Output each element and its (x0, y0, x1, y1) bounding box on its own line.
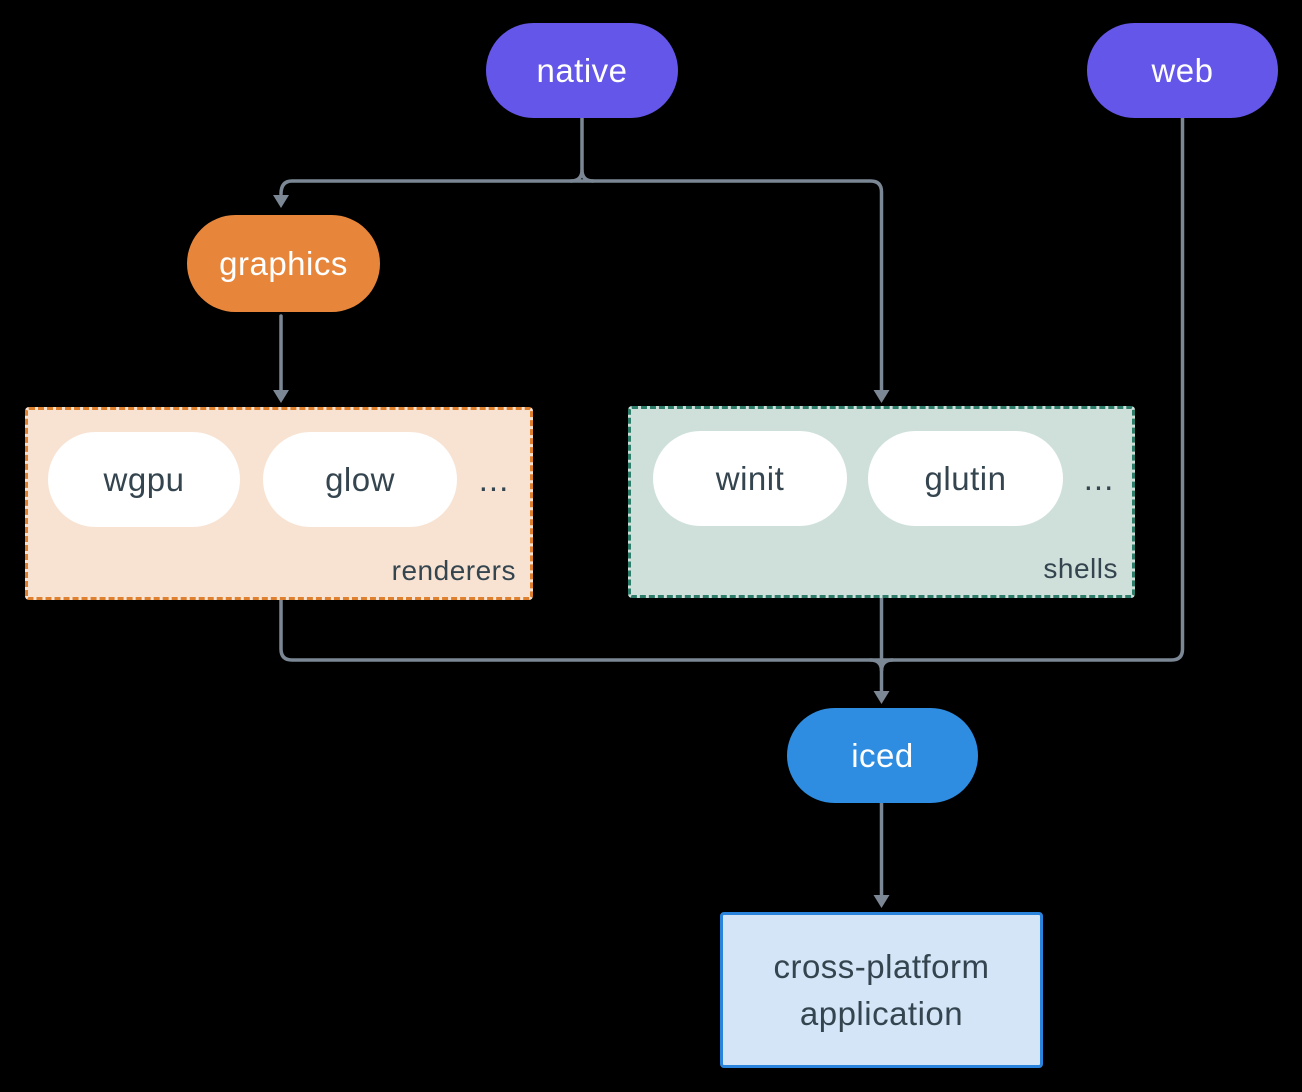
pill-winit: winit (653, 431, 847, 526)
node-native: native (486, 23, 678, 118)
node-web: web (1087, 23, 1278, 118)
node-graphics-label: graphics (219, 244, 348, 282)
pill-glow-label: glow (325, 460, 395, 498)
shells-ellipsis: ... (1083, 459, 1115, 497)
node-iced-label: iced (851, 736, 914, 774)
pill-glow: glow (263, 432, 457, 527)
pill-wgpu-label: wgpu (103, 460, 185, 498)
pill-glutin: glutin (868, 431, 1063, 526)
group-renderers: wgpu glow ... renderers (25, 407, 533, 600)
edge-merge-flare (868, 658, 895, 672)
node-cross-platform-application: cross-platform application (720, 912, 1043, 1068)
arrowhead-into-shells (873, 390, 890, 403)
pill-wgpu: wgpu (48, 432, 240, 527)
edge-native-split-flare (569, 169, 595, 183)
app-label-line2: application (799, 995, 964, 1032)
app-label-line1: cross-platform (773, 948, 990, 985)
node-web-label: web (1151, 51, 1214, 89)
arrowhead-into-graphics (273, 195, 289, 208)
node-graphics: graphics (187, 215, 380, 312)
shells-group-label: shells (1043, 553, 1118, 584)
renderers-group-label: renderers (391, 555, 516, 586)
node-native-label: native (536, 51, 628, 89)
pill-winit-label: winit (715, 459, 785, 497)
renderers-ellipsis: ... (478, 460, 510, 498)
arrowhead-into-iced (873, 691, 890, 704)
pill-glutin-label: glutin (924, 459, 1007, 497)
node-iced: iced (787, 708, 978, 803)
arrowhead-into-app (873, 895, 890, 908)
group-shells: winit glutin ... shells (628, 406, 1135, 598)
arrowhead-into-renderers (273, 390, 289, 403)
